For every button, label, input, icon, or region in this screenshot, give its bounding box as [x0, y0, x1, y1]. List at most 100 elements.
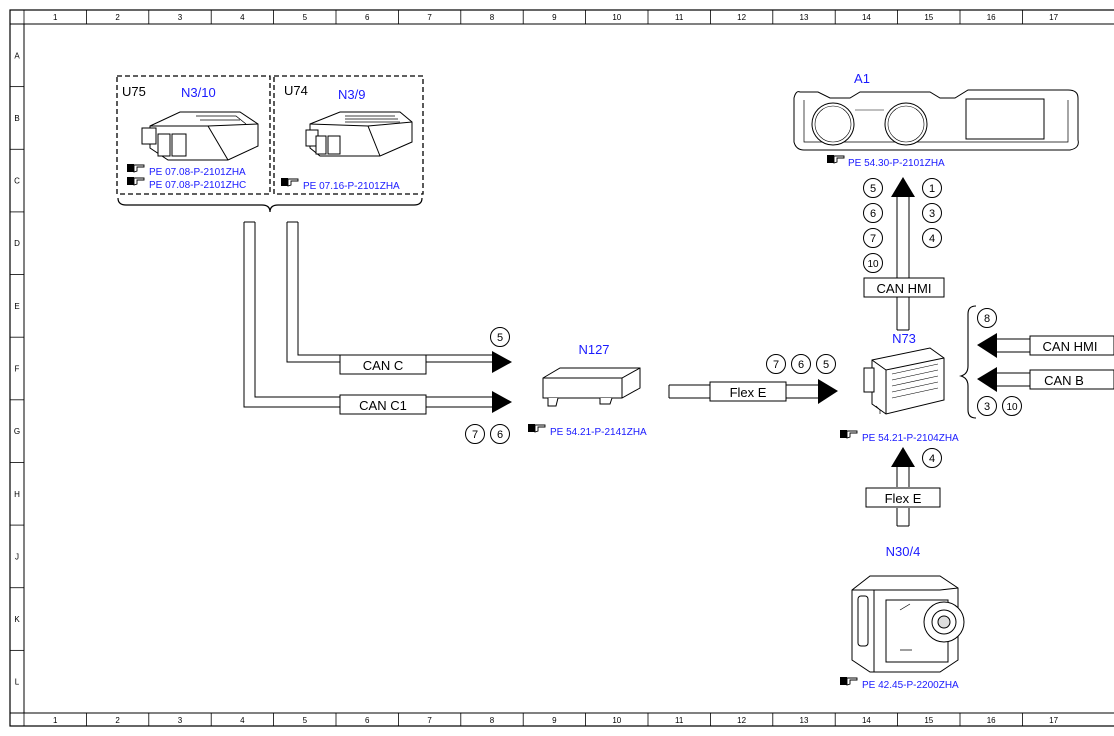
grid-col-label-17: 17: [1049, 13, 1058, 22]
marker-a1-3: 3: [922, 203, 942, 223]
marker-can-c1-7: 7: [465, 424, 485, 444]
grid-col-label-5: 5: [303, 13, 308, 22]
can-c1-label: CAN C1: [359, 398, 407, 413]
grid-col-label-16: 16: [987, 13, 996, 22]
marker-flex-e-7: 7: [766, 354, 786, 374]
grid-col-label-5: 5: [303, 716, 308, 725]
marker-flex-e-6: 6: [791, 354, 811, 374]
grid-col-label-15: 15: [924, 13, 933, 22]
grid-col-label-2: 2: [115, 716, 120, 725]
n73-icon: [863, 347, 945, 415]
can-c1-arrow: [492, 391, 512, 413]
can-c-arrow: [492, 351, 512, 373]
grid-row-label-A: A: [14, 51, 20, 60]
grid-col-label-11: 11: [675, 716, 684, 725]
can-hmi-up-label-box: [863, 277, 945, 298]
marker-flex-e-5: 5: [816, 354, 836, 374]
grid-col-label-9: 9: [552, 13, 557, 22]
n3-10-ecu-icon: [141, 111, 259, 161]
grid-row-label-B: B: [14, 114, 19, 123]
can-b-label-box: [1029, 369, 1114, 390]
marker-a1-1: 1: [922, 178, 942, 198]
n127-icon: [542, 367, 641, 407]
svg-text:4: 4: [929, 453, 935, 465]
can-c1-label-box: [339, 394, 427, 415]
grid-col-label-6: 6: [365, 13, 370, 22]
svg-text:6: 6: [870, 208, 876, 220]
pointing-hand-icon: [127, 177, 145, 186]
u75-ref-2[interactable]: PE 07.08-P-2101ZHC: [149, 180, 246, 191]
grid-col-label-17: 17: [1049, 716, 1058, 725]
svg-text:1: 1: [929, 183, 935, 195]
grid-col-label-7: 7: [427, 13, 432, 22]
grid-row-label-F: F: [15, 365, 20, 374]
grid-col-label-15: 15: [924, 716, 933, 725]
n30-4-ref[interactable]: PE 42.45-P-2200ZHA: [862, 680, 959, 691]
grid-col-label-12: 12: [737, 716, 746, 725]
can-hmi-right-arrow: [977, 333, 997, 358]
u74-name: N3/9: [338, 87, 365, 102]
grid-col-label-13: 13: [800, 13, 809, 22]
reference-hand-icons: [127, 155, 858, 686]
grid-row-label-G: G: [14, 427, 20, 436]
grid-col-label-1: 1: [53, 13, 58, 22]
svg-text:8: 8: [984, 313, 990, 325]
can-hmi-up-arrow: [891, 177, 915, 197]
can-hmi-right-label: CAN HMI: [1043, 339, 1098, 354]
drawing-frame: [9, 9, 1114, 727]
can-hmi-right-label-box: [1029, 335, 1114, 356]
u75-code: U75: [122, 84, 146, 99]
svg-text:4: 4: [929, 233, 935, 245]
svg-text:5: 5: [870, 183, 876, 195]
n30-4-name: N30/4: [886, 544, 921, 559]
n73-name: N73: [892, 331, 916, 346]
grid-col-label-8: 8: [490, 13, 495, 22]
marker-n30-4-4: 4: [922, 448, 942, 468]
grid-col-label-13: 13: [800, 716, 809, 725]
grid-col-label-10: 10: [612, 716, 621, 725]
marker-a1-6: 6: [863, 203, 883, 223]
u74-code: U74: [284, 83, 308, 98]
marker-n73-3: 3: [977, 396, 997, 416]
a1-name: A1: [854, 71, 870, 86]
group-brace: [117, 197, 423, 213]
n73-right-brace: [959, 305, 977, 419]
u74-ref-1[interactable]: PE 07.16-P-2101ZHA: [303, 181, 400, 192]
a1-cluster-icon: [793, 89, 1079, 151]
n3-9-ecu-icon: [305, 111, 413, 157]
pointing-hand-icon: [840, 677, 858, 686]
flex-e-bottom-bus: [896, 467, 910, 527]
can-c-buses: [243, 221, 492, 408]
a1-ref[interactable]: PE 54.30-P-2101ZHA: [848, 158, 945, 169]
flex-e-bottom-arrow: [891, 447, 915, 467]
u75-dashed-box: [116, 75, 271, 195]
grid-col-label-16: 16: [987, 716, 996, 725]
flex-e-main-arrow: [818, 379, 838, 404]
can-c-label-box: [339, 354, 427, 375]
u75-name: N3/10: [181, 85, 216, 100]
n73-module: N73 PE 54.21-P-2104ZHA: [862, 331, 959, 444]
svg-text:10: 10: [1006, 402, 1018, 413]
grid-row-label-K: K: [14, 615, 20, 624]
marker-a1-10: 10: [863, 253, 883, 273]
pointing-hand-icon: [528, 424, 546, 433]
can-b-label: CAN B: [1044, 373, 1084, 388]
n30-4-icon: [851, 575, 965, 673]
u75-ref-1[interactable]: PE 07.08-P-2101ZHA: [149, 167, 246, 178]
a1-instrument-cluster: A1 PE 54.30-P-2101ZHA: [793, 71, 1079, 169]
grid-col-label-10: 10: [612, 13, 621, 22]
grid-column-ticks: 1122334455667788991010111112121313141415…: [23, 10, 1059, 726]
svg-text:6: 6: [798, 359, 804, 371]
n127-ref[interactable]: PE 54.21-P-2141ZHA: [550, 427, 647, 438]
grid-col-label-4: 4: [240, 716, 245, 725]
svg-text:7: 7: [870, 233, 876, 245]
svg-text:6: 6: [497, 429, 503, 441]
grid-col-label-12: 12: [737, 13, 746, 22]
grid-col-label-4: 4: [240, 13, 245, 22]
grid-row-label-D: D: [14, 239, 20, 248]
pointing-hand-icon: [127, 164, 145, 173]
n73-ref[interactable]: PE 54.21-P-2104ZHA: [862, 433, 959, 444]
